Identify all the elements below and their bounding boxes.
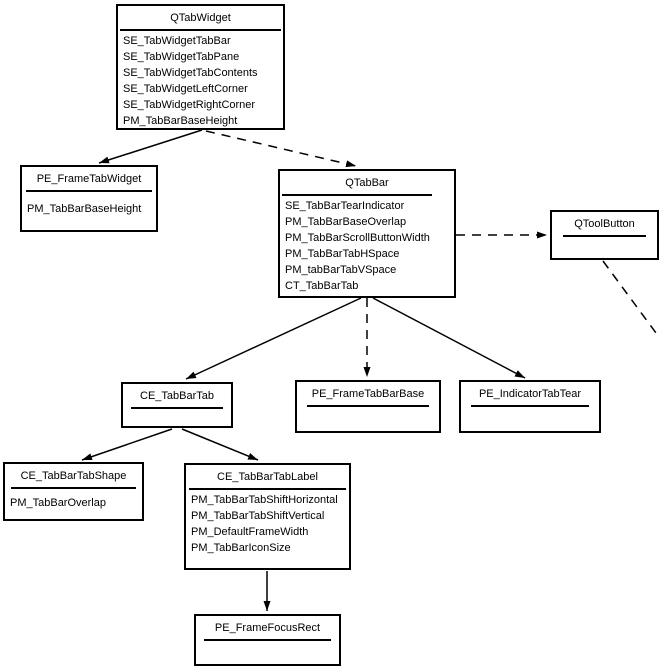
node-ce-tabbartab: CE_TabBarTab (121, 382, 233, 428)
style-element: PM_TabBarBaseHeight (123, 115, 238, 127)
node-qtoolbutton: QToolButton (550, 210, 659, 260)
style-element: CT_TabBarTab (285, 280, 359, 292)
node-divider (204, 639, 331, 641)
node-items: SE_TabBarTearIndicator PM_TabBarBaseOver… (280, 196, 454, 294)
node-divider (282, 194, 432, 196)
style-element: SE_TabWidgetTabBar (123, 35, 231, 47)
node-title: PE_IndicatorTabTear (478, 388, 582, 400)
node-divider (563, 235, 646, 237)
node-divider (26, 190, 152, 192)
edge-ce-tabbartab-to-ce-tabbartabshape (81, 428, 173, 461)
style-element: PM_TabBarBaseOverlap (285, 216, 407, 228)
node-divider (189, 488, 346, 490)
style-element: PM_tabBarTabVSpace (285, 264, 397, 276)
node-divider (307, 405, 429, 407)
style-element: SE_TabWidgetLeftCorner (123, 83, 248, 95)
style-element: SE_TabWidgetRightCorner (123, 99, 256, 111)
style-element: PM_TabBarTabHSpace (285, 248, 400, 260)
edge-ce-tabbartab-to-ce-tabbartablabel (181, 428, 259, 461)
edge-qtabbar-to-ce-tabbartab (185, 297, 362, 380)
node-divider (120, 29, 281, 31)
node-title: CE_TabBarTab (140, 390, 214, 402)
node-title: QTabBar (345, 177, 389, 189)
node-title: QTabWidget (170, 12, 231, 24)
edge-qtoolbutton-to-offscreen (602, 260, 660, 338)
style-element: PM_TabBarScrollButtonWidth (285, 232, 430, 244)
node-qtabwidget: QTabWidget SE_TabWidgetTabBar SE_TabWidg… (116, 4, 285, 130)
node-items: PM_TabBarOverlap (5, 489, 142, 511)
style-element: SE_TabWidgetTabPane (123, 51, 240, 63)
node-title: PE_FrameTabBarBase (311, 388, 425, 400)
node-ce-tabbartabshape: CE_TabBarTabShape PM_TabBarOverlap (3, 462, 144, 521)
style-element: PM_TabBarBaseHeight (27, 203, 142, 215)
style-element: SE_TabWidgetTabContents (123, 67, 258, 79)
edge-qtabbar-to-pe-indicatortabtear (372, 297, 526, 379)
node-items: PM_TabBarTabShiftHorizontal PM_TabBarTab… (186, 490, 349, 556)
node-divider (471, 405, 589, 407)
node-title: PE_FrameFocusRect (214, 622, 321, 634)
node-title: CE_TabBarTabShape (20, 470, 127, 482)
style-element: PM_TabBarTabShiftHorizontal (191, 494, 338, 506)
edge-qtabwidget-to-pe-frametabwidget (98, 129, 203, 164)
node-divider (131, 407, 223, 409)
style-element: PM_TabBarIconSize (191, 542, 291, 554)
style-element: PM_DefaultFrameWidth (191, 526, 309, 538)
style-element: PM_TabBarTabShiftVertical (191, 510, 325, 522)
node-items: PM_TabBarBaseHeight (22, 192, 156, 217)
node-pe-indicatortabtear: PE_IndicatorTabTear (459, 380, 601, 433)
node-title: QToolButton (574, 218, 635, 230)
node-title: CE_TabBarTabLabel (217, 471, 318, 483)
node-pe-frametabwidget: PE_FrameTabWidget PM_TabBarBaseHeight (20, 165, 158, 232)
style-element: SE_TabBarTearIndicator (285, 200, 405, 212)
node-pe-frametabbarbase: PE_FrameTabBarBase (295, 380, 441, 433)
node-qtabbar: QTabBar SE_TabBarTearIndicator PM_TabBar… (278, 169, 456, 298)
node-divider (11, 487, 136, 489)
node-items: SE_TabWidgetTabBar SE_TabWidgetTabPane S… (118, 31, 283, 129)
style-element: PM_TabBarOverlap (10, 497, 106, 509)
node-ce-tabbartablabel: CE_TabBarTabLabel PM_TabBarTabShiftHoriz… (184, 463, 351, 570)
node-title: PE_FrameTabWidget (36, 173, 142, 185)
node-pe-framefocusrect: PE_FrameFocusRect (194, 614, 341, 666)
edge-qtabwidget-to-qtabbar (205, 130, 357, 168)
